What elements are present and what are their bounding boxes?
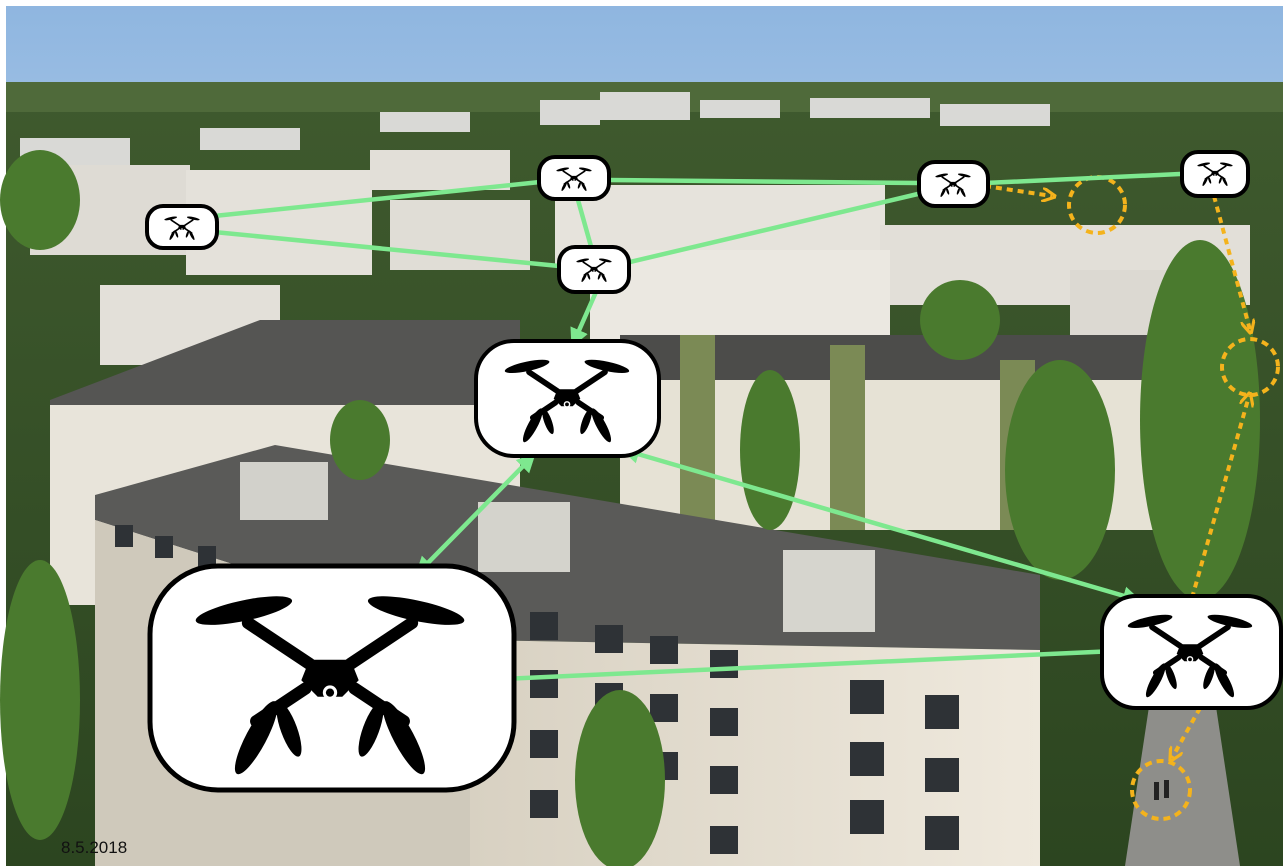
tracking-arrow: [1190, 396, 1249, 599]
target-circle-icon: [1220, 337, 1280, 397]
tracking-arrow: [984, 184, 1052, 196]
windows: [115, 525, 959, 854]
link-line: [211, 229, 562, 269]
date-label: 8.5.2018: [61, 838, 128, 857]
person-icon: [1164, 780, 1169, 798]
footpath: [1125, 700, 1240, 866]
link-arrow: [570, 289, 599, 348]
drone-node-3: [557, 245, 631, 294]
drone-node-7: [1100, 594, 1283, 710]
drone-node-4: [917, 160, 990, 208]
person-icon: [1154, 782, 1159, 800]
link-line: [575, 197, 595, 253]
link-arrow: [415, 453, 536, 576]
drone-node-1: [145, 204, 219, 250]
link-arrow: [476, 642, 1120, 689]
link-line: [211, 179, 543, 219]
tracking-arrow: [1212, 195, 1250, 330]
drone-node-5: [1180, 150, 1250, 198]
drone-node-6: [474, 339, 661, 458]
tracked-targets: [1067, 175, 1280, 821]
distant-buildings: [20, 92, 1050, 168]
tracking-arrow: [1172, 707, 1202, 758]
link-line: [982, 171, 1183, 186]
link-line: [627, 190, 925, 265]
link-arrow: [620, 445, 1142, 605]
drone-node-8: [147, 563, 517, 793]
drone-nodes: [145, 150, 1283, 793]
communication-links: [211, 171, 1183, 689]
target-circle-icon: [1067, 175, 1127, 235]
drone-node-2: [537, 155, 611, 201]
target-circle-icon: [1130, 759, 1192, 821]
tracking-arrows: [984, 184, 1250, 758]
link-line: [604, 177, 923, 186]
